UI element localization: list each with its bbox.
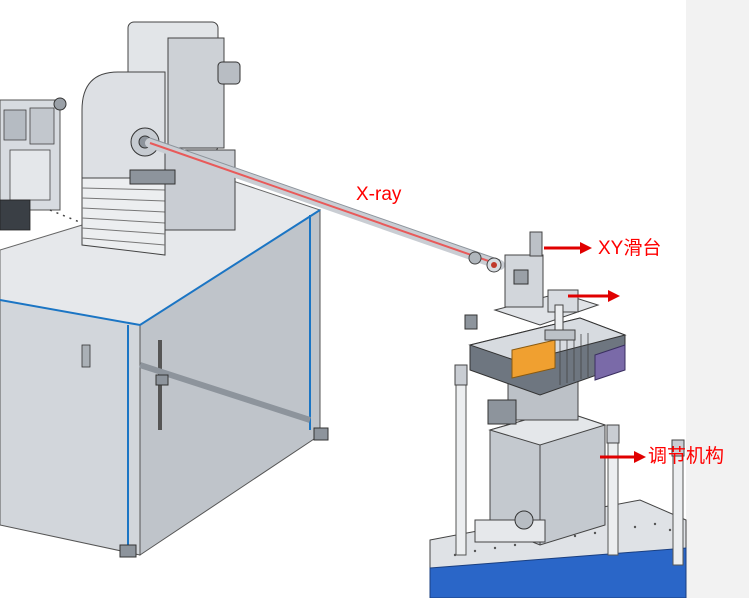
- annotation-arrows: [544, 242, 646, 463]
- xy-stage-label: XY滑台: [598, 238, 662, 259]
- table-cabinet: [0, 299, 141, 556]
- second-stage-arrow: [568, 290, 620, 302]
- xy-stage: [464, 231, 600, 341]
- cooling-fins: [81, 177, 166, 256]
- beam-pipe: [145, 137, 505, 273]
- adjustment-mechanism-arrow: [600, 451, 646, 463]
- sample-stage-assembly: [429, 231, 687, 598]
- adjustment-mechanism-label: 调节机构: [648, 446, 725, 467]
- xray-tube-housing: [81, 21, 241, 256]
- support-posts: [454, 364, 685, 566]
- adjustment-base-box: [474, 409, 607, 546]
- xy-stage-arrow: [544, 242, 592, 254]
- xray-label: X-ray: [356, 184, 402, 205]
- left-mechanism: [0, 97, 67, 231]
- xray-source-table: [0, 97, 329, 558]
- right-margin-panel: [686, 0, 749, 598]
